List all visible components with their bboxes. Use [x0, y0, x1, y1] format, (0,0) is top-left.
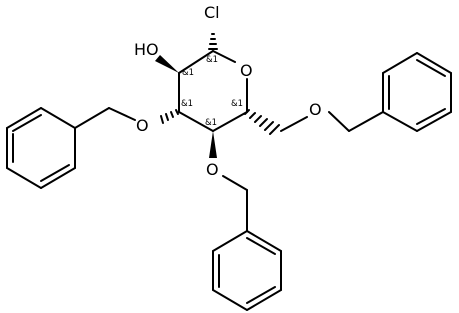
o3-oxygen-label: O — [136, 116, 149, 135]
bond-o4-ch2 — [222, 175, 248, 191]
ring-oxygen-label: O — [240, 61, 253, 80]
bond-c5-c4 — [212, 111, 248, 132]
bond-ch2-ph3 — [348, 111, 384, 132]
stereo-flag-c3: &1 — [181, 99, 193, 109]
chlorine-atom-label: Cl — [204, 3, 220, 22]
wedge-bond-c2-oh — [155, 55, 179, 73]
o6-oxygen-label: O — [309, 100, 322, 119]
bond-c4-c3 — [178, 111, 214, 132]
wedge-bond-c4-o4 — [209, 131, 217, 158]
bond-ch2-ph1 — [74, 107, 110, 129]
bond-o3-ch2 — [108, 107, 136, 121]
stereo-flag-c1: &1 — [206, 55, 218, 65]
benzene-ring-right — [382, 52, 452, 132]
hashed-bond-c3-o3 — [160, 109, 179, 124]
hashed-bond-c5-c6 — [244, 109, 280, 135]
stereo-flag-c2: &1 — [182, 68, 194, 78]
hashed-bond-c1-cl — [208, 33, 218, 50]
benzene-ring-bottom — [212, 230, 282, 311]
benzene-ring-left — [6, 107, 76, 189]
bond-c2-c1 — [178, 50, 214, 74]
stereo-flag-c5: &1 — [231, 99, 243, 109]
bond-c6-o6 — [280, 116, 308, 132]
hydroxyl-label: HO — [134, 40, 159, 59]
o4-oxygen-label: O — [206, 160, 219, 179]
stereo-flag-c4: &1 — [205, 118, 217, 128]
bond-c1-ring-o — [212, 50, 236, 63]
bond-o6-ch2 — [328, 111, 350, 132]
